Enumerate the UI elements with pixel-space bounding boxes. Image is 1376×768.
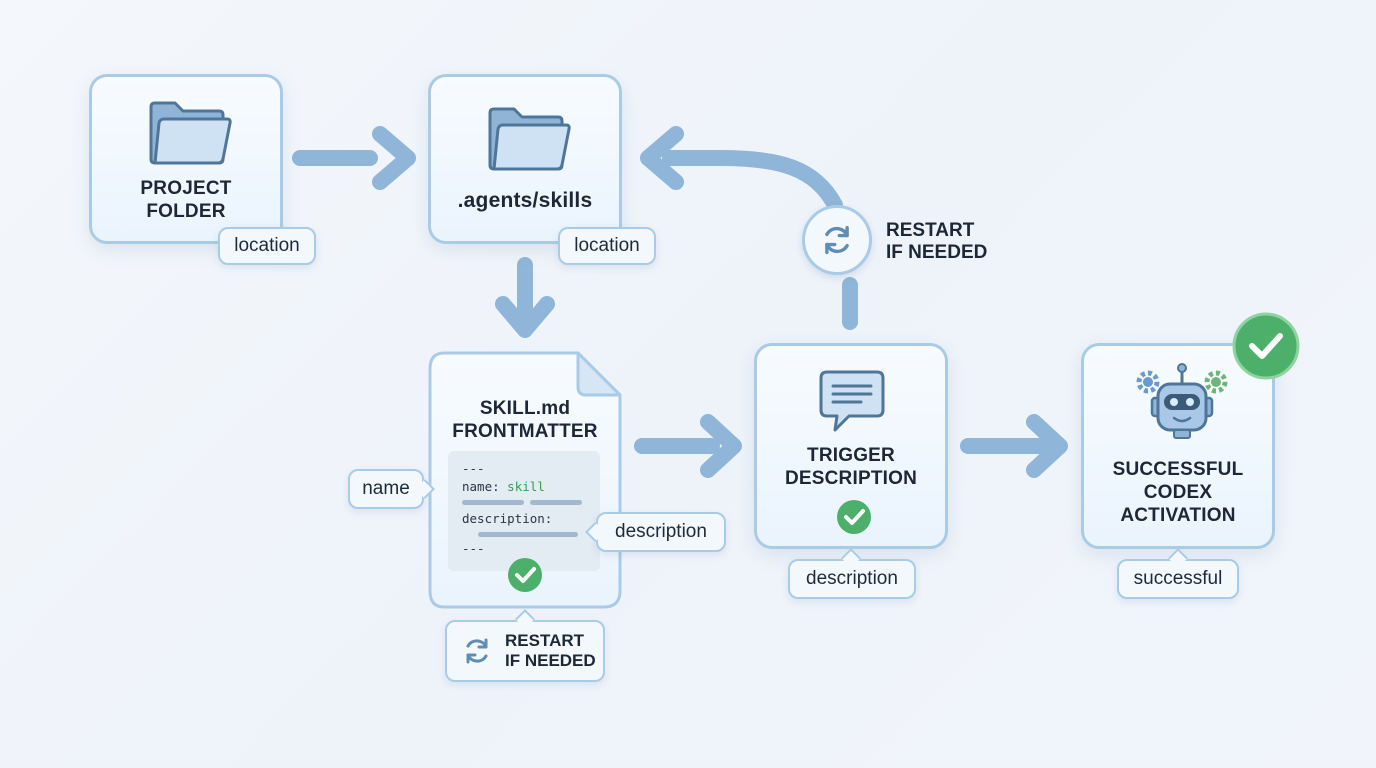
folder-icon bbox=[149, 101, 232, 165]
title-line: DESCRIPTION bbox=[784, 468, 918, 489]
tag-location-skills: location bbox=[558, 227, 656, 265]
code-placeholder-bar bbox=[462, 500, 524, 505]
node-project-folder: PROJECT FOLDER bbox=[89, 74, 283, 244]
gear-icon bbox=[1204, 370, 1228, 394]
gear-icon bbox=[1136, 370, 1160, 394]
check-icon bbox=[1232, 312, 1300, 380]
robot-icon bbox=[1136, 363, 1228, 439]
restart-label: RESTART IF NEEDED bbox=[505, 631, 596, 671]
title-line: SKILL.md bbox=[479, 398, 571, 419]
title-line: TRIGGER bbox=[807, 445, 895, 466]
tag-label: successful bbox=[1133, 568, 1223, 589]
title-line: PROJECT bbox=[140, 178, 232, 199]
node-title: PROJECT FOLDER bbox=[92, 177, 280, 223]
restart-line: IF NEEDED bbox=[505, 651, 596, 670]
frontmatter-code-block: --- name: skill description: --- bbox=[448, 451, 600, 571]
tag-description-skillmd: description bbox=[596, 512, 726, 552]
tag-label: location bbox=[234, 235, 300, 256]
title-line: ACTIVATION bbox=[1120, 505, 1236, 526]
code-name-line: name: skill bbox=[462, 479, 545, 494]
refresh-icon bbox=[466, 638, 488, 664]
code-value: skill bbox=[507, 479, 545, 494]
arrow-skills-to-skillmd bbox=[495, 257, 555, 338]
folder-icon bbox=[488, 107, 571, 171]
restart-badge-bottom: RESTART IF NEEDED bbox=[445, 620, 605, 682]
code-delimiter: --- bbox=[462, 461, 485, 476]
restart-label-top: RESTART IF NEEDED bbox=[886, 220, 987, 264]
code-description-line: description: bbox=[462, 511, 553, 526]
code-key: name: bbox=[462, 479, 500, 494]
tag-label: description bbox=[615, 521, 707, 542]
title-line: CODEX bbox=[1143, 482, 1213, 503]
node-successful-activation: SUCCESSFUL CODEX ACTIVATION bbox=[1081, 343, 1275, 549]
restart-line: IF NEEDED bbox=[886, 242, 988, 263]
node-title: SKILL.md FRONTMATTER bbox=[428, 397, 622, 443]
arrow-trigger-loop-to-skills bbox=[640, 126, 858, 330]
node-skill-md: SKILL.md FRONTMATTER --- name: skill des… bbox=[428, 351, 622, 609]
tag-name: name bbox=[348, 469, 424, 509]
tag-label: description bbox=[806, 568, 898, 589]
title-line: FRONTMATTER bbox=[452, 421, 598, 442]
restart-badge-top bbox=[802, 205, 872, 275]
restart-line: RESTART bbox=[505, 631, 585, 650]
check-icon bbox=[508, 558, 542, 592]
node-agents-skills: .agents/skills bbox=[428, 74, 622, 244]
title-line: .agents/skills bbox=[457, 189, 593, 212]
tag-label: location bbox=[574, 235, 640, 256]
title-line: FOLDER bbox=[146, 201, 226, 222]
arrow-skillmd-to-trigger bbox=[634, 414, 742, 478]
node-title: .agents/skills bbox=[431, 189, 619, 212]
arrow-trigger-to-success bbox=[960, 414, 1068, 478]
node-title: SUCCESSFUL CODEX ACTIVATION bbox=[1084, 458, 1272, 527]
tag-location-project: location bbox=[218, 227, 316, 265]
node-title: TRIGGER DESCRIPTION bbox=[757, 444, 945, 490]
title-line: SUCCESSFUL bbox=[1112, 459, 1244, 480]
restart-line: RESTART bbox=[886, 220, 975, 241]
code-placeholder-bar bbox=[530, 500, 582, 505]
chat-bubble-icon bbox=[819, 370, 885, 432]
code-placeholder-bar bbox=[478, 532, 578, 537]
check-icon bbox=[837, 500, 871, 534]
refresh-icon bbox=[825, 225, 849, 255]
tag-label: name bbox=[362, 478, 410, 499]
arrow-project-to-skills bbox=[292, 126, 416, 190]
node-trigger-description: TRIGGER DESCRIPTION bbox=[754, 343, 948, 549]
code-delimiter: --- bbox=[462, 541, 485, 556]
